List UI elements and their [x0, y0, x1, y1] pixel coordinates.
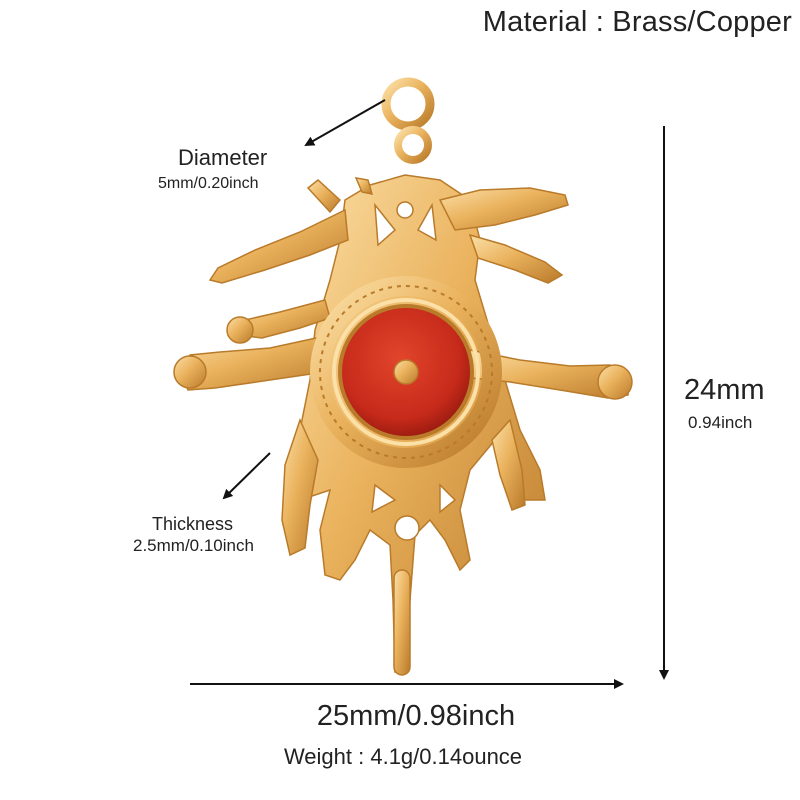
thickness-label: Thickness — [152, 514, 234, 534]
height-inch-label: 0.94inch — [688, 413, 753, 432]
weight-label: Weight : 4.1g/0.14ounce — [283, 744, 523, 769]
dragon-coil — [310, 276, 502, 468]
diameter-value: 5mm/0.20inch — [158, 175, 259, 192]
width-label: 25mm/0.98inch — [316, 700, 516, 732]
pendant-pin — [393, 569, 411, 676]
material-label: Material : Brass/Copper — [482, 6, 792, 38]
diameter-arrow — [304, 99, 386, 146]
pendant-openings — [371, 201, 457, 541]
red-enamel-stone — [338, 304, 474, 440]
jump-ring — [381, 77, 435, 164]
pendant-tips — [173, 316, 633, 400]
height-mm-label: 24mm — [684, 374, 765, 406]
thickness-arrow — [222, 452, 271, 500]
thickness-value: 2.5mm/0.10inch — [133, 536, 254, 555]
diameter-label: Diameter — [178, 145, 268, 170]
